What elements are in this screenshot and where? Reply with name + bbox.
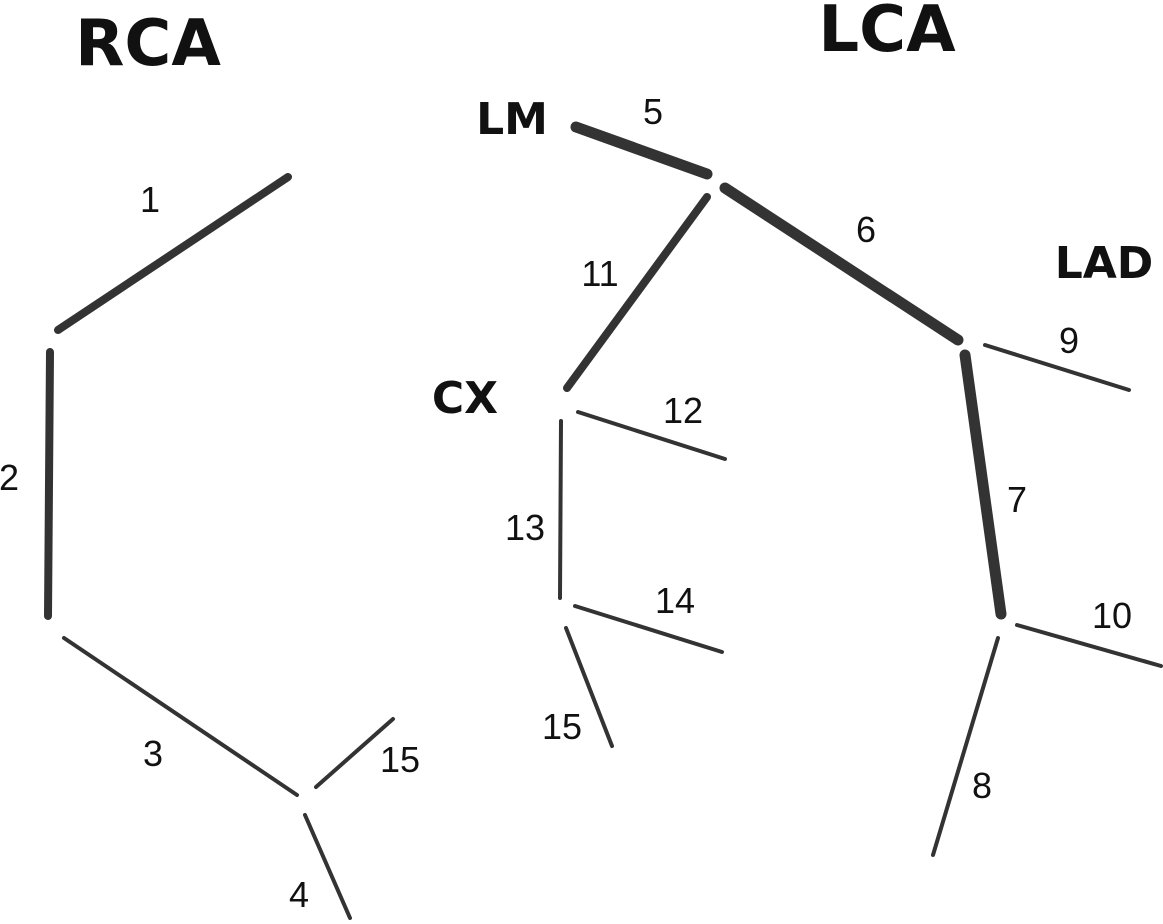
lca-segment-12 <box>576 410 727 461</box>
rca-segment-2-label: 2 <box>0 457 19 498</box>
rca-segment-1-label: 1 <box>140 179 160 220</box>
lm-label: LM <box>476 94 548 145</box>
lca-segment-12-label: 12 <box>663 390 703 431</box>
rca-segment-2 <box>44 348 54 620</box>
lca-segment-10-label: 10 <box>1092 595 1132 636</box>
rca-segment-15 <box>314 717 395 789</box>
rca-segment-4 <box>303 813 352 920</box>
lca-segment-7 <box>959 349 1007 620</box>
lca-segment-8 <box>931 636 1000 857</box>
rca-segment-3-label: 3 <box>143 733 163 774</box>
rca-segment-4-label: 4 <box>289 874 309 915</box>
lca-segment-9 <box>983 343 1131 392</box>
lca-segment-14-label: 14 <box>655 580 695 621</box>
lca-segment-13 <box>558 419 563 600</box>
lca-title: LCA <box>818 0 956 67</box>
lca-segment-5 <box>570 121 713 180</box>
rca-segment-3 <box>62 636 299 797</box>
rca-segment-1 <box>54 173 292 334</box>
lca-segment-5-label: 5 <box>643 91 663 132</box>
lca-segment-9-label: 9 <box>1059 320 1079 361</box>
lad-label: LAD <box>1055 238 1154 289</box>
lca-segment-14 <box>573 604 724 654</box>
rca-segment-15-label: 15 <box>380 739 420 780</box>
lca-segment-6-label: 6 <box>856 209 876 250</box>
lca-segment-15 <box>564 626 614 748</box>
lca-segment-11 <box>563 193 711 392</box>
lca-segment-13-label: 13 <box>505 507 545 548</box>
cx-label: CX <box>432 373 498 424</box>
lca-segment-15-label: 15 <box>542 706 582 747</box>
rca-title: RCA <box>75 7 221 81</box>
lca-segment-7-label: 7 <box>1007 479 1027 520</box>
lca-segment-11-label: 11 <box>581 253 618 294</box>
lca-segment-8-label: 8 <box>972 765 992 806</box>
lca-segment-6 <box>719 182 964 346</box>
lca-segment-10 <box>1015 623 1163 668</box>
